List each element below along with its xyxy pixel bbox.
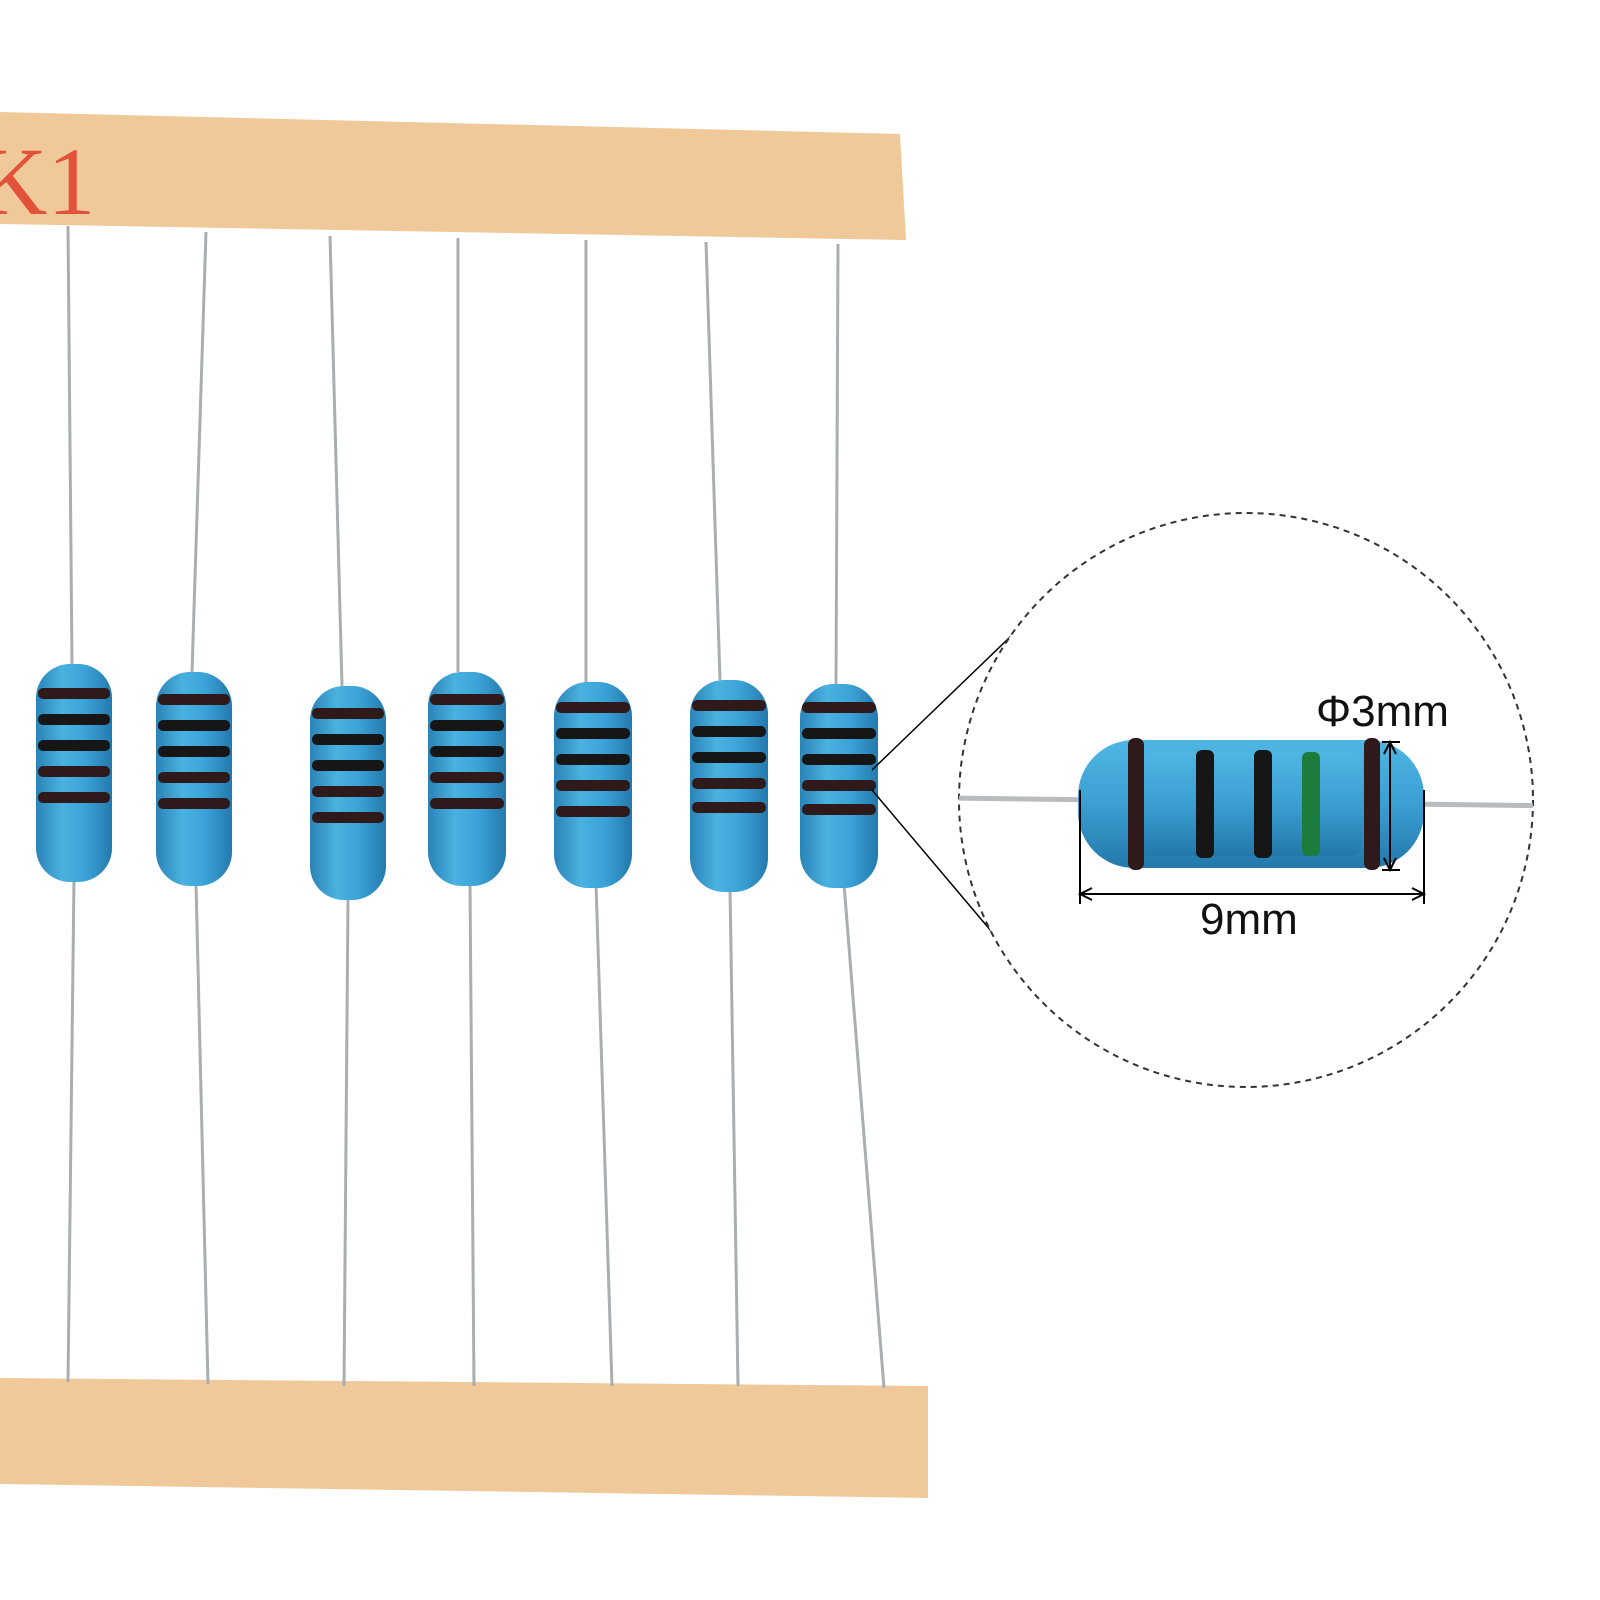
band-black-1 [1196,750,1214,858]
resistor-4 [428,672,506,886]
lead-bottom-7 [842,883,886,1389]
lead-top-1 [66,225,74,665]
lead-bottom-1 [66,877,76,1383]
resistor-5 [554,682,632,888]
resistor-leads [66,225,886,1389]
band-tolerance [1364,738,1380,870]
lead-top-3 [328,235,344,687]
top-paper-tape [0,112,906,240]
lead-bottom-6 [728,887,740,1387]
lead-top-6 [704,241,722,681]
diameter-label: Φ3mm [1316,687,1449,736]
length-label: 9mm [1200,895,1298,944]
resistor-2 [156,672,232,886]
diameter-dimension [1382,739,1400,873]
lead-top-2 [190,231,208,673]
resistor-7 [800,684,878,888]
resistor-1 [36,664,112,882]
bottom-paper-tape [0,1378,928,1498]
lead-bottom-5 [594,883,614,1387]
length-dimension [1077,790,1427,904]
lead-top-7 [834,243,840,685]
tape-label: K1 [0,128,95,235]
band-black-2 [1254,750,1272,858]
band-brown [1128,738,1144,870]
band-green [1302,752,1320,856]
lead-bottom-3 [342,897,350,1387]
magnified-resistor [959,738,1533,870]
resistor-3 [310,686,386,900]
resistor-6 [690,680,768,892]
lead-bottom-2 [194,883,210,1385]
lead-bottom-4 [468,883,476,1387]
